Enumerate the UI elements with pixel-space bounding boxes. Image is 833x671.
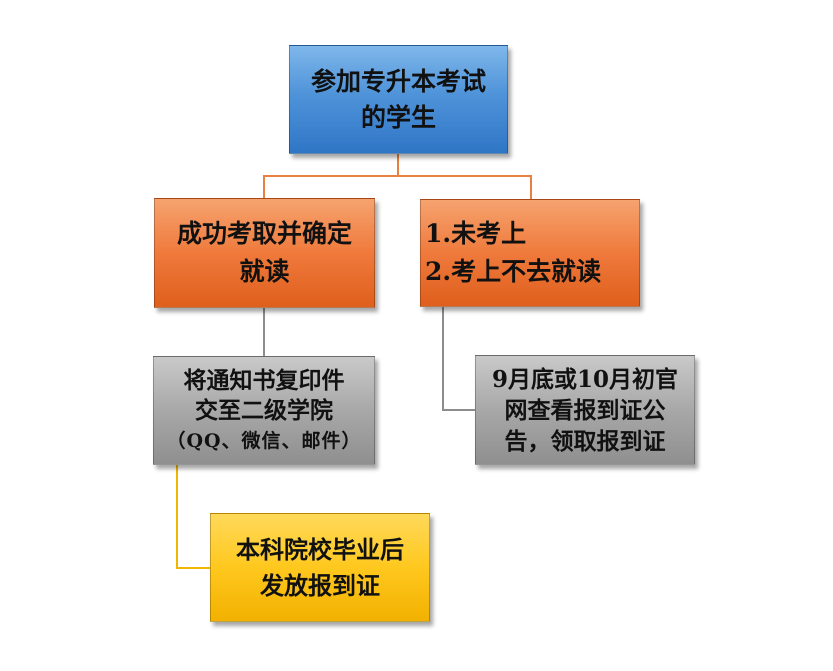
node-check-notice-line-2: 网查看报到证公 xyxy=(504,396,666,424)
connector-fail-notice xyxy=(442,307,475,411)
node-check-notice-line-1: 9月底或10月初官 xyxy=(491,365,678,393)
node-certificate-issued-line-1: 本科院校毕业后 xyxy=(236,534,404,564)
node-certificate-issued-line-2: 发放报到证 xyxy=(260,570,380,600)
node-exam-students: 参加专升本考试 的学生 xyxy=(289,45,508,154)
node-submit-copy-line-1: 将通知书复印件 xyxy=(183,366,345,394)
node-not-enrolled-line-1: 1.未考上 xyxy=(425,219,527,248)
node-submit-copy-line-3: （QQ、微信、邮件） xyxy=(166,429,362,452)
node-submit-copy-line-2: 交至二级学院 xyxy=(195,396,333,424)
node-exam-students-line-2: 的学生 xyxy=(360,102,436,132)
node-not-enrolled: 1.未考上 2.考上不去就读 xyxy=(420,199,640,307)
node-exam-students-line-1: 参加专升本考试 xyxy=(310,66,486,96)
node-submit-copy: 将通知书复印件 交至二级学院 （QQ、微信、邮件） xyxy=(153,356,375,465)
node-not-enrolled-line-2: 2.考上不去就读 xyxy=(425,257,602,286)
node-check-notice: 9月底或10月初官 网查看报到证公 告，领取报到证 xyxy=(475,355,695,465)
node-check-notice-line-3: 告，领取报到证 xyxy=(504,427,666,455)
node-admitted-enroll: 成功考取并确定 就读 xyxy=(154,198,375,308)
connector-copy-issue xyxy=(176,465,210,569)
node-admitted-enroll-line-1: 成功考取并确定 xyxy=(176,219,352,248)
connector-root-branches xyxy=(263,175,532,199)
node-admitted-enroll-line-2: 就读 xyxy=(239,257,290,286)
node-certificate-issued: 本科院校毕业后 发放报到证 xyxy=(210,513,430,622)
